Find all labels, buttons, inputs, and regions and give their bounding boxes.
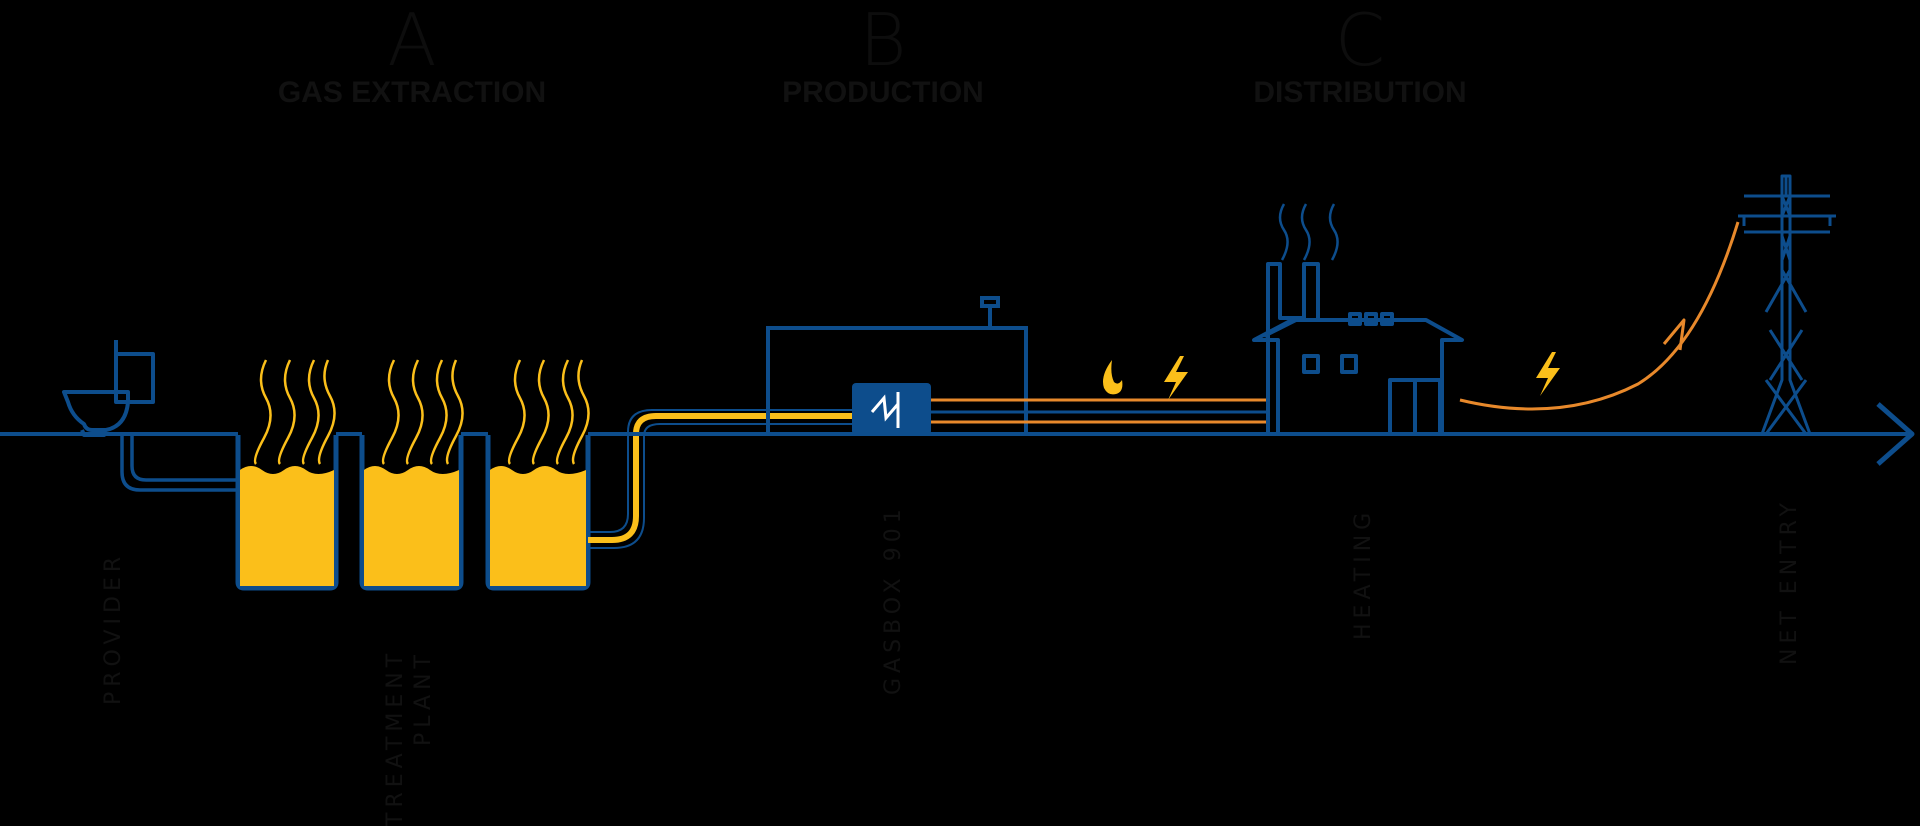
output-lines xyxy=(931,398,1268,424)
stage-c-title: DISTRIBUTION xyxy=(1253,76,1466,109)
stage-a-letter: A xyxy=(387,0,436,82)
label-provider: PROVIDER xyxy=(101,552,126,705)
tank-icon xyxy=(235,435,339,591)
stage-a-title: GAS EXTRACTION xyxy=(278,76,546,109)
lightning-icon xyxy=(1164,356,1188,400)
stage-c-header: C DISTRIBUTION xyxy=(1253,0,1466,109)
production-building xyxy=(766,296,1028,434)
label-gasbox: GASBOX 901 xyxy=(881,504,906,695)
lightning-icon xyxy=(1536,352,1560,396)
stage-b-header: B PRODUCTION xyxy=(782,0,984,109)
label-treatment-line1: TREATMENT xyxy=(383,649,408,826)
label-heating: HEATING xyxy=(1351,508,1376,640)
label-treatment-plant: TREATMENT PLANT xyxy=(383,649,436,826)
tank-icon xyxy=(485,435,591,591)
toilet-icon xyxy=(62,340,155,437)
stage-b-letter: B xyxy=(859,0,906,82)
label-treatment-line2: PLANT xyxy=(411,650,436,746)
stage-b-title: PRODUCTION xyxy=(782,76,984,109)
stage-c-letter: C xyxy=(1335,0,1385,82)
smoke xyxy=(1278,203,1339,261)
power-tower-icon xyxy=(1738,174,1836,435)
stage-a-header: A GAS EXTRACTION xyxy=(278,0,546,109)
factory-icon xyxy=(1252,262,1464,434)
arrow-right-icon xyxy=(1876,402,1915,466)
label-net-entry: NET ENTRY xyxy=(1777,498,1802,665)
gasbox-icon xyxy=(852,383,931,435)
provider-pipe xyxy=(120,434,236,492)
power-line xyxy=(1459,221,1740,411)
gas-vapor xyxy=(253,359,590,465)
flame-icon xyxy=(1103,360,1123,395)
gas-pipe xyxy=(588,409,855,549)
tank-icon xyxy=(359,435,464,591)
